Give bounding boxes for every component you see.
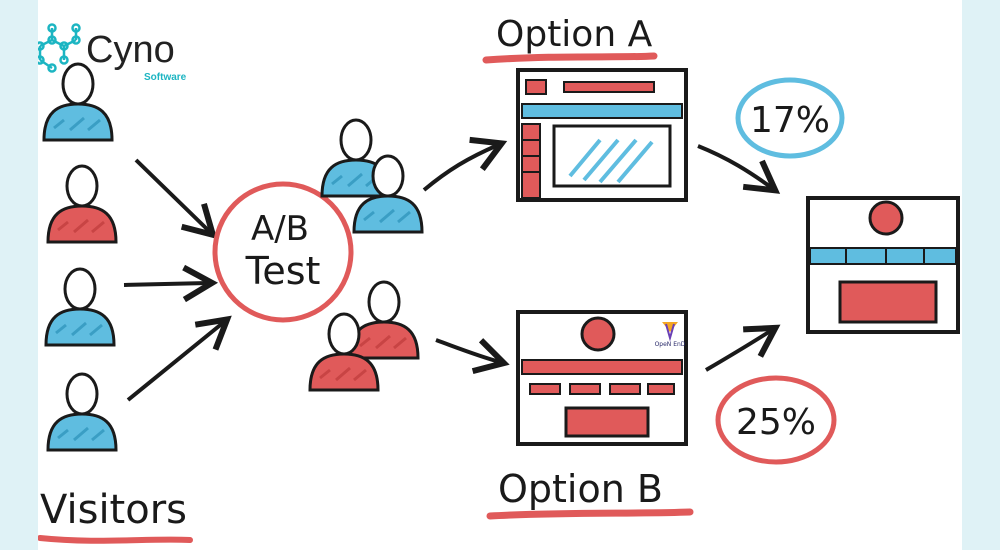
- visitors-group: [42, 62, 118, 452]
- conversion-rate-a: 17%: [735, 77, 845, 159]
- badge-text: OpeN EnD: [655, 341, 686, 348]
- visitors-label: Visitors: [40, 487, 187, 533]
- option-b-page: OpeN EnD: [516, 310, 688, 446]
- arrow-icon: [422, 136, 508, 192]
- visitor-icon: [46, 164, 118, 244]
- visitor-icon: [42, 62, 114, 142]
- option-b-underline: [486, 508, 694, 520]
- rate-a-value: 17%: [750, 100, 830, 141]
- ab-test-label-line2: Test: [245, 249, 321, 293]
- diagram-canvas: Cyno Software Visitors A/B Test Option A: [38, 0, 962, 550]
- ab-test-label-line1: A/B: [251, 209, 309, 249]
- molecule-icon: [38, 23, 81, 73]
- visitor-icon: [46, 372, 118, 452]
- logo-name: Cyno: [86, 29, 175, 71]
- open-end-badge: OpeN EnD: [655, 322, 686, 348]
- arrow-icon: [435, 338, 510, 375]
- conversion-rate-b: 25%: [715, 375, 837, 465]
- ab-test-node: A/B Test: [212, 181, 354, 323]
- option-b-label: Option B: [498, 467, 663, 511]
- option-a-label: Option A: [496, 14, 653, 55]
- arrow-icon: [126, 315, 232, 402]
- logo-tagline: Software: [144, 72, 187, 83]
- group-b: [308, 280, 420, 392]
- option-a-page: [516, 68, 688, 202]
- winner-page: [806, 196, 960, 334]
- ab-test-diagram: Cyno Software Visitors A/B Test Option A: [38, 14, 960, 544]
- cyno-logo: Cyno Software: [38, 23, 187, 83]
- user-icon: [348, 280, 420, 360]
- arrow-icon: [123, 264, 219, 303]
- visitor-icon: [44, 267, 116, 347]
- rate-b-value: 25%: [736, 402, 816, 443]
- visitors-underline: [38, 535, 193, 544]
- option-a-underline: [482, 52, 658, 64]
- arrow-icon: [134, 158, 218, 240]
- group-a: [320, 118, 424, 234]
- arrow-icon: [704, 324, 781, 372]
- arrow-icon: [697, 144, 781, 194]
- ab-test-circle: [212, 181, 354, 323]
